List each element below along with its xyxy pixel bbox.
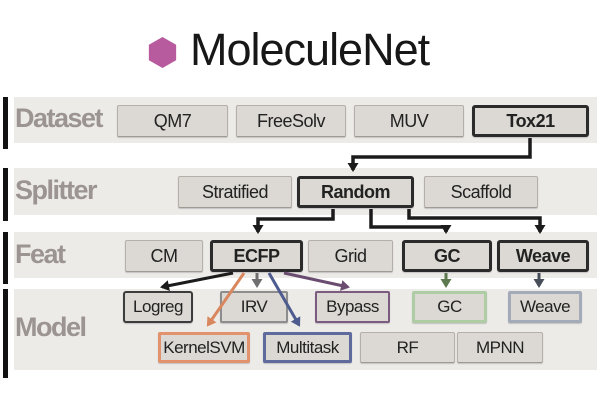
feat-row-bar <box>3 232 8 284</box>
node-random: Random <box>297 176 414 208</box>
node-bypass: Bypass <box>315 291 390 323</box>
node-cm: CM <box>125 240 203 272</box>
node-weave-model: Weave <box>508 291 582 323</box>
node-gc-model: GC <box>412 291 487 323</box>
row-label-splitter: Splitter <box>15 175 98 205</box>
node-logreg: Logreg <box>123 291 193 323</box>
node-ecfp: ECFP <box>210 240 303 272</box>
node-qm7: QM7 <box>117 105 228 137</box>
node-multitask: Multitask <box>263 332 352 363</box>
row-label-feat: Feat <box>15 239 66 269</box>
node-kernelsvm: KernelSVM <box>158 332 250 363</box>
node-weave-feat: Weave <box>497 240 589 272</box>
page-title: MoleculeNet <box>190 24 430 75</box>
row-label-dataset: Dataset <box>15 103 104 133</box>
node-freesolv: FreeSolv <box>236 105 346 137</box>
node-grid: Grid <box>308 240 393 272</box>
node-gc-feat: GC <box>402 240 492 272</box>
dataset-row-bar <box>3 97 8 149</box>
row-label-model: Model <box>15 312 87 342</box>
node-stratified: Stratified <box>178 176 292 208</box>
node-irv: IRV <box>220 291 288 323</box>
model-row-bar <box>3 289 8 378</box>
splitter-row-bar <box>3 168 8 221</box>
node-rf: RF <box>360 332 455 363</box>
node-scaffold: Scaffold <box>424 176 538 208</box>
hexagon-icon <box>148 37 177 68</box>
node-muv: MUV <box>354 105 464 137</box>
node-mpnn: MPNN <box>457 332 543 363</box>
node-tox21: Tox21 <box>472 105 589 137</box>
